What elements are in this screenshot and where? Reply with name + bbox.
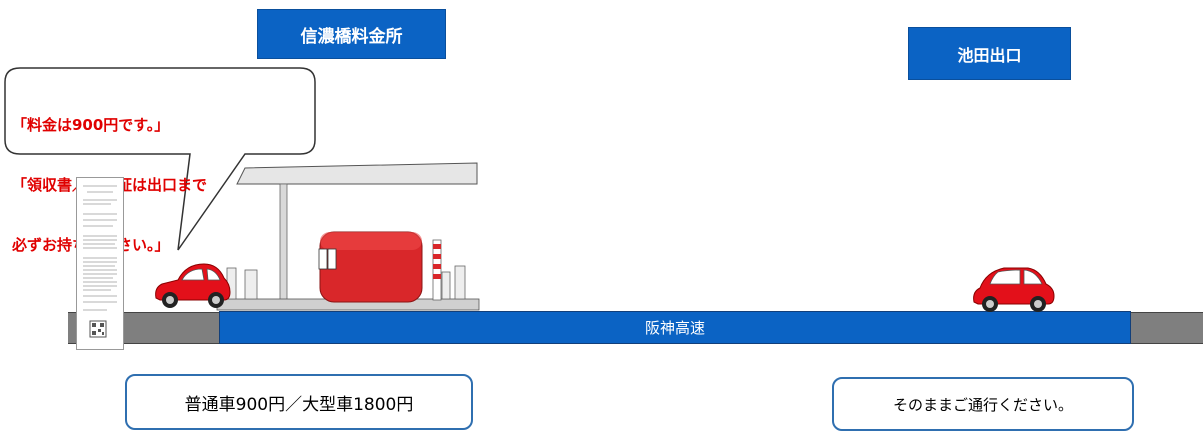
speech-bubble [4,67,316,251]
tollgate-label: 信濃橋料金所 [257,9,446,59]
highway-band: 阪神高速 [219,311,1131,344]
car-icon [155,263,231,308]
car-icon [973,267,1055,312]
fare-note: 普通車900円／大型車1800円 [125,374,473,430]
receipt-ticket [76,177,124,350]
exit-label: 池田出口 [908,27,1071,80]
tollgate-structure [216,162,480,311]
speech-line-1: 「料金は900円です。」 [12,116,170,134]
pass-through-note: そのままご通行ください。 [832,377,1134,431]
receipt-content-icon [77,178,123,349]
